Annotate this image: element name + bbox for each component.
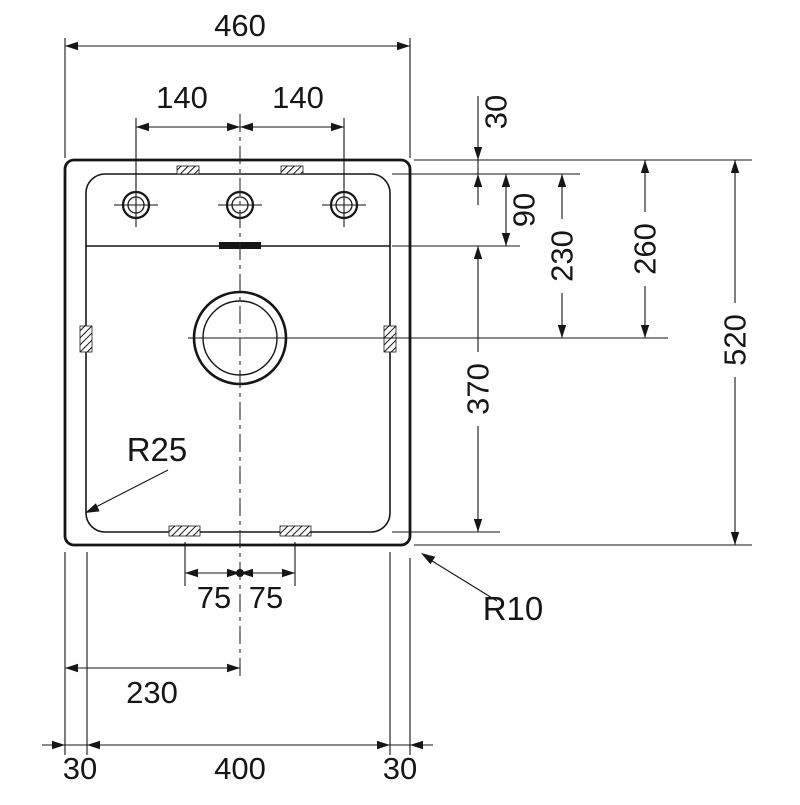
dim-clip-right: 75 <box>249 580 283 615</box>
center-reference-dot <box>236 569 244 577</box>
r10-leader-line <box>423 555 498 602</box>
dim-overall-depth: 520 <box>718 314 753 366</box>
dim-clip-left: 75 <box>197 580 231 615</box>
radius-callout-outer: R10 <box>483 590 544 627</box>
dim-left-to-center: 230 <box>126 675 178 710</box>
fixing-clips-group <box>79 165 397 537</box>
dimension-labels-group: 460 140 140 30 90 230 260 520 370 R25 R1… <box>63 8 753 786</box>
dim-bowl-length: 370 <box>461 363 496 415</box>
faucet-hole-right <box>329 190 359 220</box>
radius-callout-inner: R25 <box>127 431 188 468</box>
dimension-text-masks <box>463 212 750 426</box>
tap-slot-right <box>280 165 304 175</box>
faucet-hole-left <box>121 190 151 220</box>
dim-inner-to-drain: 230 <box>545 230 580 282</box>
dim-bowl-width: 400 <box>214 751 266 786</box>
bottom-clip-left <box>168 525 201 537</box>
faucet-holes-group <box>114 183 366 227</box>
r10-leader-arrow <box>421 553 436 565</box>
dim-tap-pitch-left: 140 <box>156 80 208 115</box>
dim-top-to-drain: 260 <box>628 223 663 275</box>
side-clip-right <box>383 325 397 353</box>
extension-lines-group <box>64 38 752 755</box>
side-clip-left <box>79 325 93 353</box>
dim-margin-left: 30 <box>63 751 97 786</box>
r25-leader-arrow <box>85 503 100 513</box>
dim-margin-right: 30 <box>383 751 417 786</box>
dim-rim-to-bowl: 90 <box>507 193 542 227</box>
dim-tap-pitch-right: 140 <box>272 80 324 115</box>
dim-rim-offset: 30 <box>479 95 514 129</box>
sink-inner-rim <box>85 173 391 533</box>
bottom-clip-right <box>279 525 312 537</box>
dimension-lines-group <box>42 41 740 750</box>
dim-overall-width: 460 <box>214 8 266 43</box>
sink-outer-edge <box>63 158 412 547</box>
r25-leader-line <box>87 469 169 512</box>
tap-slot-left <box>176 165 200 175</box>
